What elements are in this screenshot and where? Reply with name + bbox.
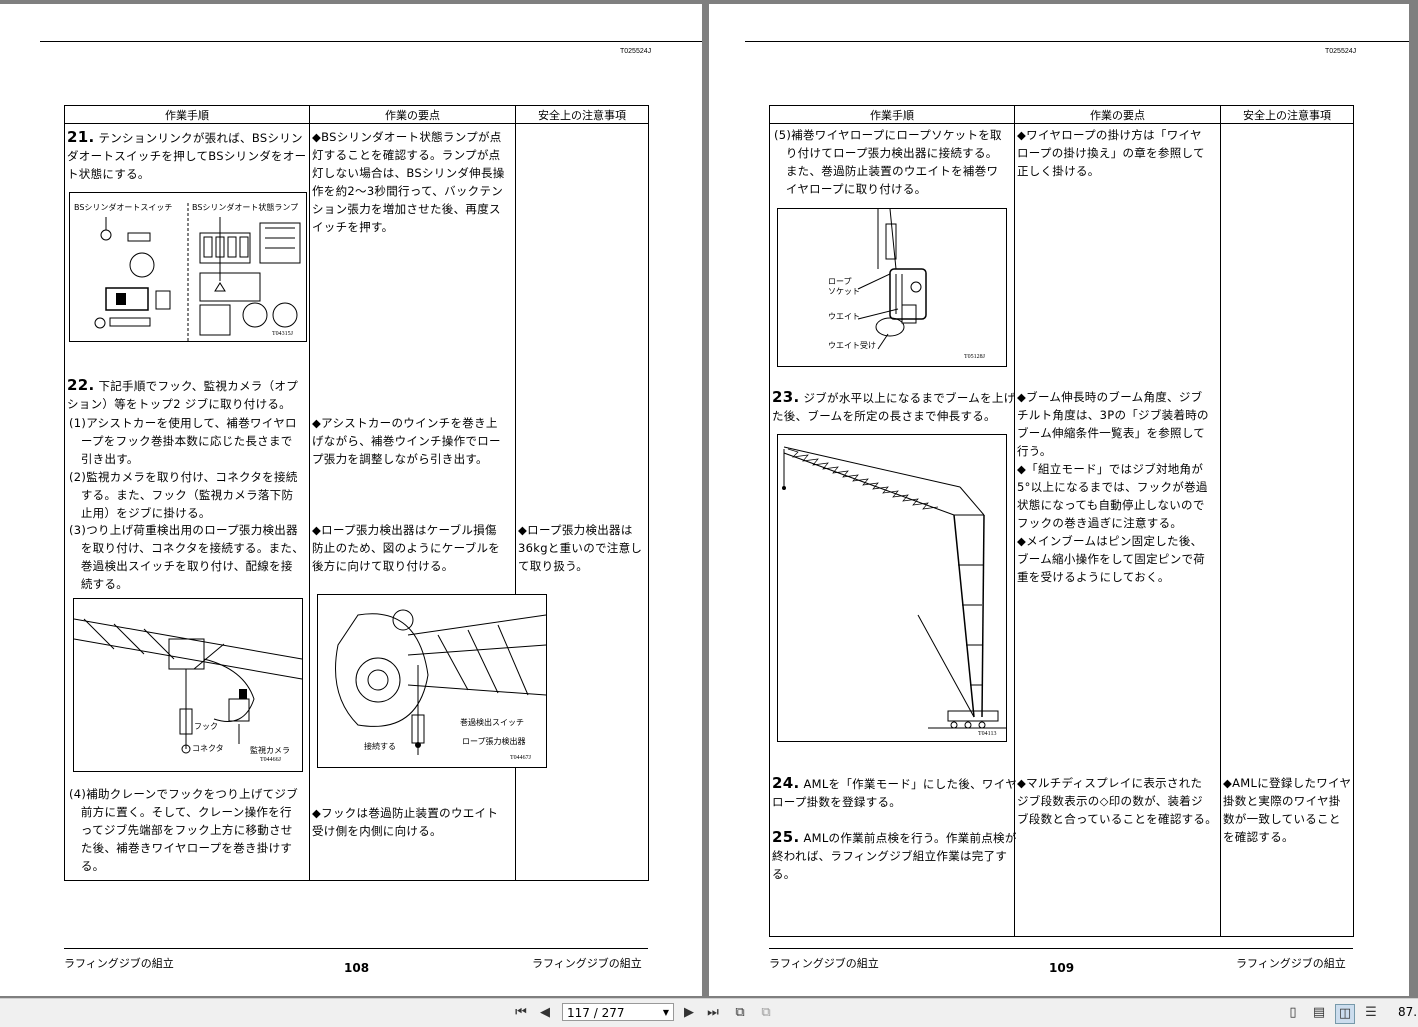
single-page-view-button[interactable]: ▯ [1284,1004,1302,1022]
last-page-icon: ⏭ [707,1005,719,1020]
step-24-point: ◆マルチディスプレイに表示された ジブ段数表示の◇印の数が、装着ジ ブ段数と合っ… [1017,776,1218,826]
back-view-button[interactable]: ⧉ [757,1004,775,1022]
doc-id: T025524J [620,48,652,55]
step-22-sub-3: (3)つり上げ荷重検出用のロープ張力検出器 を取り付け、コネクタを接続する。また… [69,523,305,591]
figure-hook-camera: フック コネクタ 監視カメラ T04466J [73,598,303,772]
footer-left: ラフィングジブの組立 [64,957,174,970]
single-page-icon: ▯ [1289,1005,1297,1020]
page-109: T025524J 作業手順 作業の要点 安全上の注意事項 (5)補巻ワイヤロープ… [709,4,1409,996]
header-safety: 安全上の注意事項 [515,105,649,124]
step-22-sub-2: (2)監視カメラを取り付け、コネクタを接続 する。また、フック（監視カメラ落下防… [69,470,298,520]
figure-code: T04113 [978,731,997,737]
prev-page-button[interactable]: ◀ [536,1004,554,1022]
facing-pages-icon: ◫ [1338,1006,1352,1021]
viewer-toolbar: ⏮ ◀ 117 / 277 ▼ ▶ ⏭ ⧉ ⧉ ▯ ▤ ◫ ☰ 87. [0,998,1418,1027]
step-22-sub-4: (4)補助クレーンでフックをつり上げてジブ 前方に置く。そして、クレーン操作を行… [69,787,299,873]
back-view-icon: ⧉ [761,1005,771,1020]
header-rule [40,41,702,42]
procedure-cell: (5)補巻ワイヤロープにロープソケットを取 り付けてロープ張力検出器に接続する。… [769,123,1017,937]
zoom-level[interactable]: 87. [1398,1005,1418,1019]
footer-rule [769,948,1353,949]
procedure-cell: 21. テンションリンクが張れば、BSシリン ダオートスイッチを押してBSシリン… [64,123,310,881]
continuous-view-button[interactable]: ▤ [1310,1004,1328,1022]
header-rule [745,41,1409,42]
label-rope-socket: ロープ ソケット [828,277,860,296]
step-22-point-5: ◆ワイヤロープの掛け方は「ワイヤ ロープの掛け換え」の章を参照して 正しく掛ける… [1017,128,1205,178]
procedure-table: 作業手順 作業の要点 安全上の注意事項 (5)補巻ワイヤロープにロープソケットを… [769,105,1354,937]
chevron-down-icon: ▼ [662,1008,669,1017]
page-108: T025524J 作業手順 作業の要点 安全上の注意事項 21. テンションリン… [0,4,702,996]
figure-code: T04466J [260,757,281,763]
figure-code: T04315J [272,331,293,337]
step-21-point: ◆BSシリンダオート状態ランプが点 灯することを確認する。ランプが点 灯しない場… [312,130,505,234]
page-number: 109 [1049,961,1075,975]
step-21: 21. テンションリンクが張れば、BSシリン ダオートスイッチを押してBSシリン… [67,128,307,181]
first-page-button[interactable]: ⏮ [512,1004,530,1022]
step-22-sub-5: (5)補巻ワイヤロープにロープソケットを取 り付けてロープ張力検出器に接続する。… [774,128,1002,196]
header-procedure: 作業手順 [769,105,1015,124]
continuous-page-icon: ▤ [1312,1005,1326,1020]
last-page-button[interactable]: ⏭ [704,1004,722,1022]
label-weight: ウエイト [828,312,860,321]
step-22: 22. 下記手順でフック、監視カメラ（オプ ション）等をトップ2 ジブに取り付け… [67,376,299,411]
doc-id: T025524J [1325,48,1357,55]
figure-crane-boom: T04113 [777,434,1007,742]
header-points: 作業の要点 [1014,105,1221,124]
header-points: 作業の要点 [309,105,516,124]
label-tension-detector: ロープ張力検出器 [462,737,526,746]
label-weight-receiver: ウエイト受け [828,341,876,350]
header-safety: 安全上の注意事項 [1220,105,1354,124]
figure-rope-socket: ロープ ソケット ウエイト ウエイト受け T05128J [777,208,1007,367]
footer-right: ラフィングジブの組立 [1236,957,1346,970]
step-25: 25. AMLの作業前点検を行う。作業前点検が 終われば、ラフィングジブ組立作業… [772,828,1017,881]
safety-cell: ◆ロープ張力検出器は 36kgと重いので注意し て取り扱う。 [515,123,649,881]
first-page-icon: ⏮ [515,1005,527,1020]
step-22-point-3: ◆ロープ張力検出器はケーブル損傷 防止のため、図のようにケーブルを 後方に向けて… [312,523,501,573]
goto-page-button[interactable]: ⧉ [731,1004,749,1022]
page-selector[interactable]: 117 / 277 ▼ [562,1003,674,1021]
step-22-sub-1: (1)アシストカーを使用して、補巻ワイヤロ ープをフック巻掛本数に応じた長さまで… [69,416,297,466]
label-overwind-switch: 巻過検出スイッチ [460,718,524,727]
figure-bs-switch-panel: BSシリンダオートスイッチ BSシリンダオート状態ランプ T04315J [69,192,307,342]
step-22-safety-3: ◆ロープ張力検出器は 36kgと重いので注意し て取り扱う。 [518,523,643,573]
label-bs-auto-switch: BSシリンダオートスイッチ [74,203,173,212]
step-23-point: ◆ブーム伸長時のブーム角度、ジブ チルト角度は、3Pの「ジブ装着時の ブーム伸縮… [1017,390,1209,584]
header-procedure: 作業手順 [64,105,310,124]
step-24: 24. AMLを「作業モード」にした後、ワイヤ ロープ掛数を登録する。 [772,774,1017,809]
step-24-safety: ◆AMLに登録したワイヤ 掛数と実際のワイヤ掛 数が一致していること を確認する… [1223,776,1352,844]
next-page-icon: ▶ [684,1005,694,1020]
continuous-facing-icon: ☰ [1365,1005,1377,1020]
safety-cell: ◆AMLに登録したワイヤ 掛数と実際のワイヤ掛 数が一致していること を確認する… [1220,123,1354,937]
page-number: 108 [344,961,370,975]
step-22-point-4: ◆フックは巻過防止装置のウエイト 受け側を内側に向ける。 [312,806,499,838]
label-hook: フック [194,722,218,731]
points-cell: ◆BSシリンダオート状態ランプが点 灯することを確認する。ランプが点 灯しない場… [309,123,547,881]
step-23: 23. ジブが水平以上になるまでブームを上げ た後、ブームを所定の長さまで伸長す… [772,388,1016,423]
next-page-button[interactable]: ▶ [680,1004,698,1022]
points-cell: ◆ワイヤロープの掛け方は「ワイヤ ロープの掛け換え」の章を参照して 正しく掛ける… [1014,123,1221,937]
facing-view-button[interactable]: ◫ [1335,1004,1355,1024]
procedure-table: 作業手順 作業の要点 安全上の注意事項 21. テンションリンクが張れば、BSシ… [64,105,649,881]
label-camera: 監視カメラ [250,746,290,755]
footer-left: ラフィングジブの組立 [769,957,879,970]
figure-code: T05128J [964,354,985,360]
step-22-point-1: ◆アシストカーのウインチを巻き上 げながら、補巻ウインチ操作でロー プ張力を調整… [312,416,501,466]
prev-page-icon: ◀ [540,1005,550,1020]
continuous-facing-view-button[interactable]: ☰ [1362,1004,1380,1022]
label-connect: 接続する [364,742,396,751]
label-bs-auto-lamp: BSシリンダオート状態ランプ [192,203,299,212]
footer-right: ラフィングジブの組立 [532,957,642,970]
footer-rule [64,948,648,949]
figure-overwind-switch: 巻過検出スイッチ 接続する ロープ張力検出器 T04467J [317,594,547,768]
goto-page-icon: ⧉ [735,1005,745,1020]
page-indicator-text: 117 / 277 [567,1006,625,1020]
label-connector: コネクタ [192,744,224,753]
